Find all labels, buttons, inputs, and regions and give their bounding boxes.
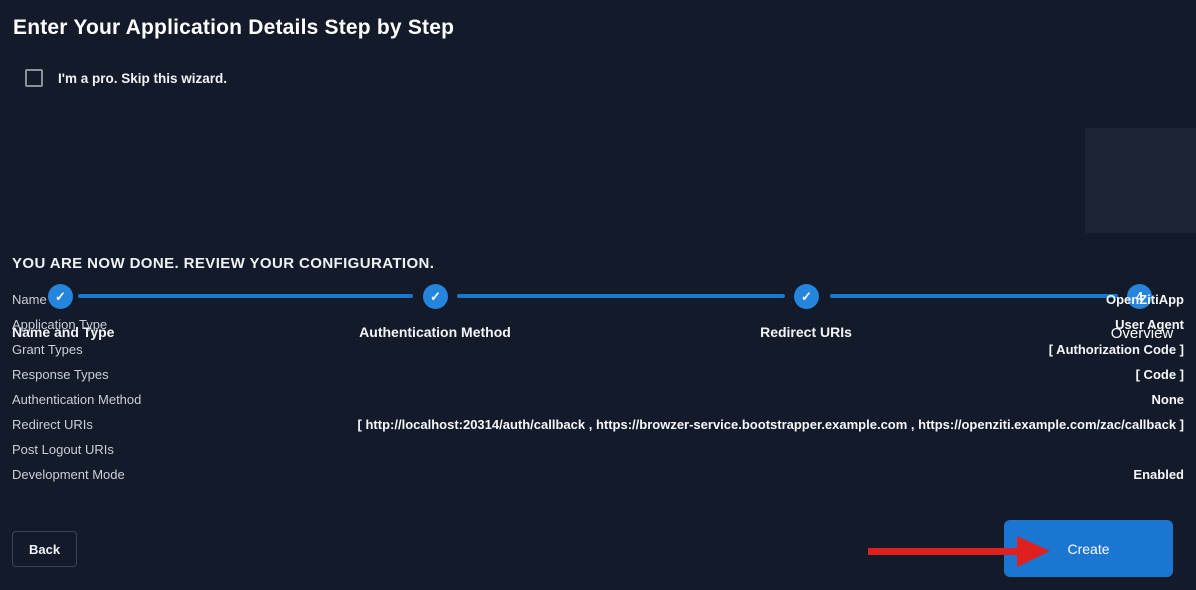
skip-wizard-row: I'm a pro. Skip this wizard. <box>25 69 227 87</box>
review-row-post-logout-uris: Post Logout URIs <box>12 437 1184 462</box>
row-label: Response Types <box>12 367 109 382</box>
step-1-indicator: ✓ <box>48 284 73 309</box>
row-value: [ Code ] <box>1135 367 1184 382</box>
step-number: 4 <box>1135 289 1144 304</box>
arrow-shaft <box>868 548 1020 555</box>
review-row-authentication-method: Authentication Method None <box>12 387 1184 412</box>
step-4-indicator: 4 <box>1127 284 1152 309</box>
row-label: Authentication Method <box>12 392 142 407</box>
stepper-connector <box>457 294 785 298</box>
row-label: Development Mode <box>12 467 125 482</box>
step-label-name-and-type: Name and Type <box>12 324 115 340</box>
row-label: Grant Types <box>12 342 83 357</box>
back-button[interactable]: Back <box>12 531 78 567</box>
review-heading: YOU ARE NOW DONE. REVIEW YOUR CONFIGURAT… <box>12 255 435 272</box>
row-label: Post Logout URIs <box>12 442 114 457</box>
check-icon: ✓ <box>801 289 812 304</box>
row-value: Enabled <box>1133 467 1184 482</box>
step-label-overview: Overview <box>1110 325 1174 342</box>
review-row-name: Name OpenZitiApp <box>12 287 1184 312</box>
step-label-authentication-method: Authentication Method <box>359 324 511 340</box>
check-icon: ✓ <box>55 289 66 304</box>
review-row-development-mode: Development Mode Enabled <box>12 462 1184 487</box>
configuration-review-list: Name OpenZitiApp Application Type User A… <box>12 287 1184 487</box>
create-button[interactable]: Create <box>1004 520 1173 577</box>
wizard-stepper: ✓ ✓ ✓ 4 Name and Type Authentication Met… <box>0 128 1196 342</box>
row-value: None <box>1151 392 1185 407</box>
current-step-highlight <box>1085 128 1196 233</box>
row-value: [ Authorization Code ] <box>1048 342 1184 357</box>
row-label: Name <box>12 292 47 307</box>
row-value: [ http://localhost:20314/auth/callback ,… <box>357 417 1184 432</box>
stepper-connector <box>830 294 1118 298</box>
review-row-grant-types: Grant Types [ Authorization Code ] <box>12 337 1184 362</box>
check-icon: ✓ <box>430 289 441 304</box>
step-3-indicator: ✓ <box>794 284 819 309</box>
page-title: Enter Your Application Details Step by S… <box>13 16 455 39</box>
step-2-indicator: ✓ <box>423 284 448 309</box>
row-value: User Agent <box>1115 317 1184 332</box>
row-label: Application Type <box>12 317 108 332</box>
skip-wizard-label: I'm a pro. Skip this wizard. <box>58 70 227 86</box>
skip-wizard-checkbox[interactable] <box>25 69 43 87</box>
review-row-redirect-uris: Redirect URIs [ http://localhost:20314/a… <box>12 412 1184 437</box>
review-row-application-type: Application Type User Agent <box>12 312 1184 337</box>
step-label-redirect-uris: Redirect URIs <box>760 324 852 340</box>
review-row-response-types: Response Types [ Code ] <box>12 362 1184 387</box>
stepper-connector <box>78 294 413 298</box>
row-value: OpenZitiApp <box>1106 292 1184 307</box>
row-label: Redirect URIs <box>12 417 93 432</box>
